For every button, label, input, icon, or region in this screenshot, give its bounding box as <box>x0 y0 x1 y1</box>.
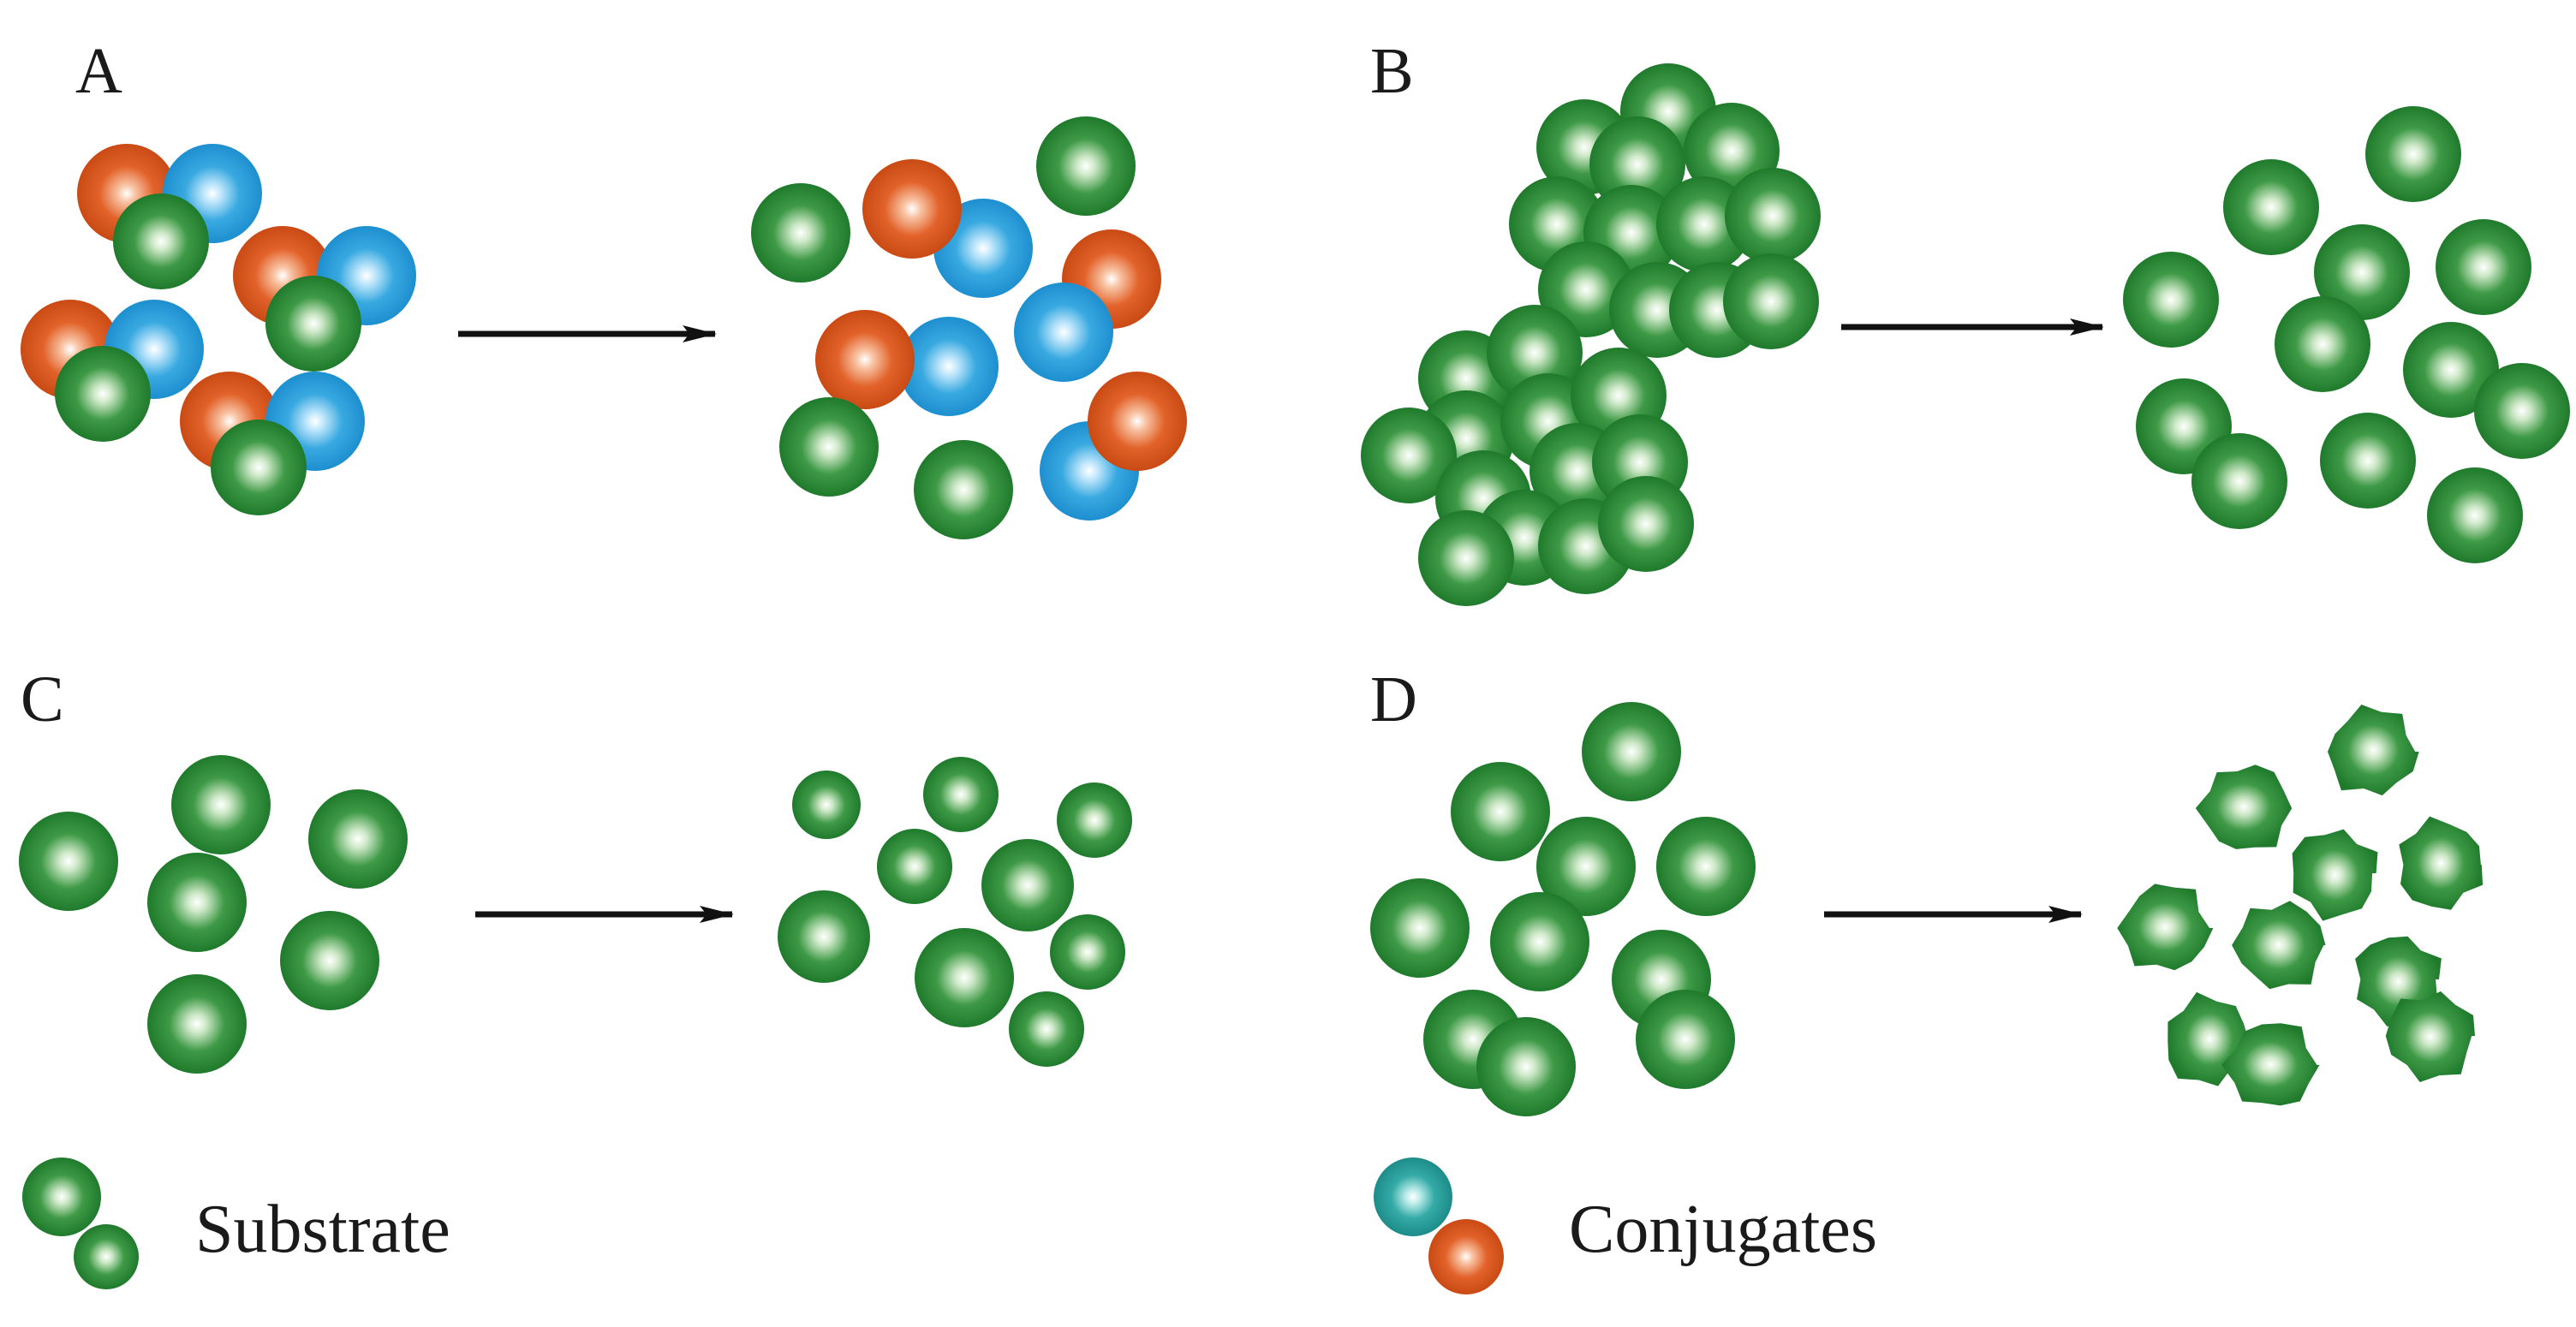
substrate-particle <box>211 420 307 515</box>
conjugate-orange-particle <box>815 310 915 409</box>
substrate-particle <box>1418 510 1514 606</box>
substrate-particle <box>1370 878 1470 978</box>
substrate-particle <box>914 440 1013 539</box>
substrate-particle <box>2223 159 2319 255</box>
panel-label-a: A <box>75 35 122 107</box>
panel-b-after-particles <box>2123 106 2570 563</box>
substrate-particle <box>778 890 870 983</box>
substrate-particle <box>265 276 361 372</box>
substrate-particle <box>1725 168 1821 264</box>
substrate-particle <box>2403 322 2499 418</box>
conjugate-orange-particle <box>862 159 962 259</box>
substrate-particle <box>2320 413 2416 509</box>
substrate-particle <box>1036 116 1136 216</box>
roughened-substrate-particle <box>2292 829 2378 921</box>
roughened-substrate-particle <box>2328 705 2419 796</box>
panel-label-c: C <box>21 664 64 735</box>
panel-label-b: B <box>1370 35 1414 107</box>
substrate-particle <box>74 1224 139 1289</box>
conjugate-blue-particle <box>1014 283 1113 382</box>
substrate-particle <box>280 911 379 1010</box>
substrate-particle <box>2191 433 2287 529</box>
substrate-particle <box>981 839 1074 931</box>
substrate-particle <box>1361 408 1457 503</box>
substrate-particle <box>2314 224 2410 320</box>
substrate-particle <box>877 829 952 904</box>
panel-label-d: D <box>1370 664 1417 735</box>
panel-c-after-particles <box>778 757 1132 1067</box>
substrate-particle <box>1582 702 1681 801</box>
substrate-particle <box>171 755 271 854</box>
substrate-particle <box>147 853 247 952</box>
conjugate-orange-particle <box>1428 1219 1504 1294</box>
substrate-particle <box>792 771 861 839</box>
roughened-substrate-particle <box>2117 884 2214 971</box>
conjugate-teal-particle <box>1374 1157 1452 1236</box>
roughened-substrate-particle <box>2195 765 2293 849</box>
substrate-particle <box>147 974 247 1074</box>
substrate-particle <box>2427 467 2523 563</box>
panel-d-before-particles <box>1370 702 1756 1116</box>
substrate-spheres-icon <box>22 1157 139 1289</box>
substrate-particle <box>779 397 879 497</box>
conjugate-orange-particle <box>1088 372 1187 471</box>
substrate-particle <box>1598 476 1694 572</box>
legend-conjugates: Conjugates <box>1374 1157 1877 1294</box>
substrate-particle <box>915 928 1014 1027</box>
substrate-particle <box>1723 253 1819 349</box>
substrate-particle <box>55 346 151 442</box>
legend-conjugates-label: Conjugates <box>1569 1192 1877 1267</box>
legend-substrate-label: Substrate <box>195 1192 450 1267</box>
substrate-particle <box>923 757 999 832</box>
legend-substrate: Substrate <box>22 1157 450 1289</box>
substrate-particle <box>1476 1017 1576 1116</box>
panel-d-after-particles <box>2117 705 2484 1106</box>
roughened-substrate-particle <box>2221 1023 2320 1106</box>
substrate-particle <box>1050 914 1125 990</box>
substrate-particle <box>1490 892 1589 991</box>
substrate-particle <box>2474 363 2570 459</box>
substrate-particle <box>1589 116 1685 212</box>
substrate-particle <box>2275 296 2370 392</box>
conjugate-blue-particle <box>899 317 999 416</box>
panel-b-before-particles <box>1361 63 1821 606</box>
substrate-particle <box>2123 252 2219 348</box>
panel-a-before-particles <box>21 144 416 515</box>
panel-c-before-particles <box>19 755 408 1074</box>
substrate-particle <box>22 1157 101 1236</box>
panel-a-after-particles <box>751 116 1187 539</box>
substrate-particle <box>308 789 408 889</box>
substrate-particle <box>113 193 209 289</box>
substrate-particle <box>1451 762 1550 861</box>
substrate-particle <box>1636 990 1735 1089</box>
substrate-particle <box>751 183 850 283</box>
substrate-particle <box>1057 783 1132 858</box>
substrate-particle <box>19 812 118 911</box>
substrate-particle <box>2365 106 2461 202</box>
substrate-particle <box>1009 991 1084 1067</box>
roughened-substrate-particle <box>2385 991 2475 1082</box>
roughened-substrate-particle <box>2232 901 2326 990</box>
substrate-particle <box>1536 817 1636 916</box>
roughened-substrate-particle <box>2399 816 2484 910</box>
conjugate-spheres-icon <box>1374 1157 1504 1294</box>
substrate-particle <box>1656 817 1756 916</box>
substrate-particle <box>2436 219 2531 315</box>
